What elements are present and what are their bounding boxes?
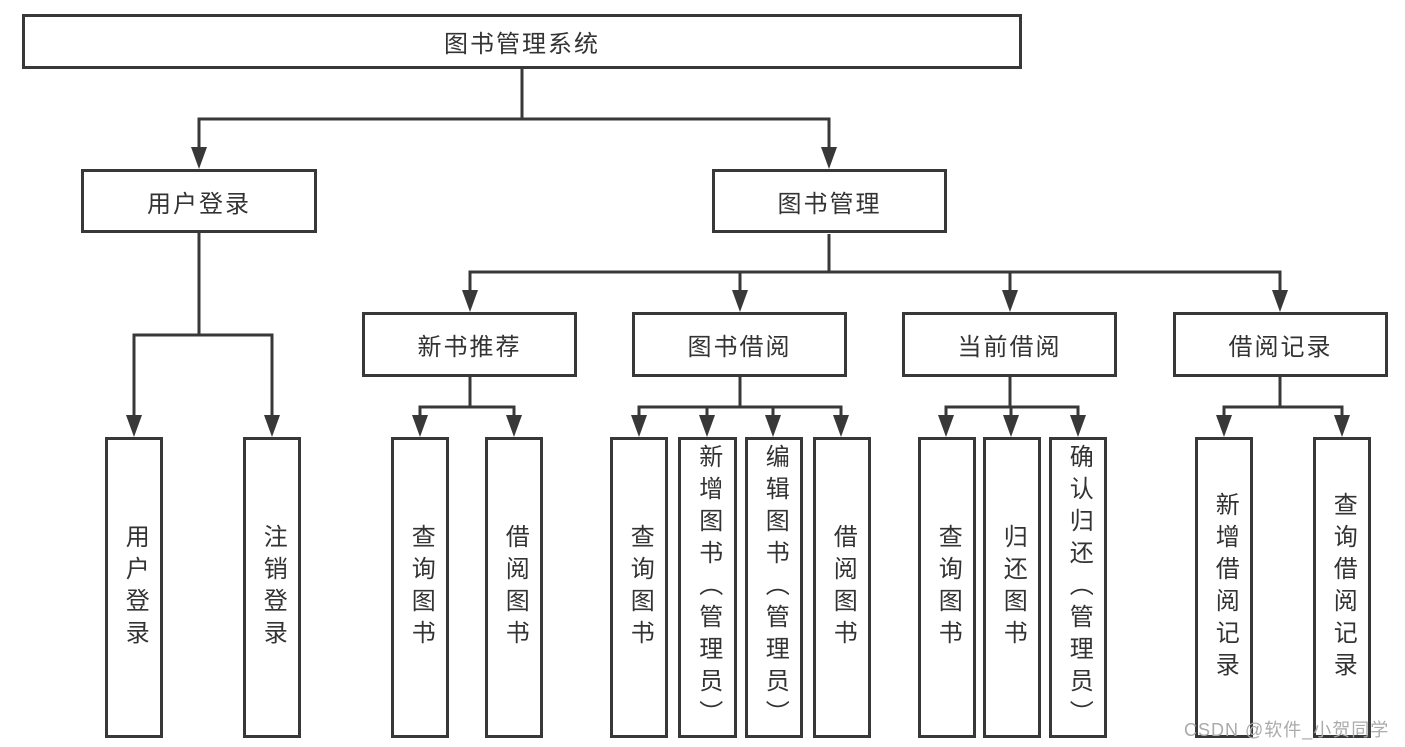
node-label: 当前借阅 — [957, 334, 1062, 361]
node-borrowing-records: 借阅记录 — [1173, 312, 1388, 377]
node-book-management: 图书管理 — [712, 169, 947, 233]
node-current-borrowing: 当前借阅 — [902, 312, 1117, 377]
node-label: 借阅记录 — [1228, 334, 1333, 361]
leaf-query-borrow-record: 查询借阅记录 — [1313, 437, 1371, 738]
leaf-label: 确认归还（管理员） — [1065, 443, 1093, 732]
node-book-borrowing: 图书借阅 — [632, 312, 847, 377]
leaf-label: 编辑图书（管理员） — [761, 443, 789, 732]
leaf-add-borrow-record: 新增借阅记录 — [1195, 437, 1253, 738]
watermark: CSDN @软件_小贺同学 — [1184, 720, 1390, 740]
leaf-return-books: 归还图书 — [983, 437, 1041, 738]
node-label: 图书管理 — [777, 190, 882, 218]
node-label: 图书管理系统 — [444, 31, 600, 58]
leaf-label: 查询图书 — [407, 523, 435, 652]
node-user-login: 用户登录 — [81, 169, 317, 233]
leaf-borrow-books-recommend: 借阅图书 — [485, 437, 543, 738]
leaf-borrow-books: 借阅图书 — [813, 437, 871, 738]
leaf-label: 借阅图书 — [829, 523, 857, 652]
node-library-management-system: 图书管理系统 — [22, 14, 1022, 69]
leaf-label: 用户登录 — [121, 523, 149, 652]
leaf-query-books-current: 查询图书 — [918, 437, 976, 738]
leaf-label: 借阅图书 — [501, 523, 529, 652]
leaf-user-login: 用户登录 — [105, 437, 163, 738]
leaf-label: 查询图书 — [934, 523, 962, 652]
leaf-label: 归还图书 — [999, 523, 1027, 652]
leaf-label: 查询图书 — [626, 523, 654, 652]
leaf-edit-books-admin: 编辑图书（管理员） — [745, 437, 803, 738]
node-label: 图书借阅 — [687, 334, 792, 361]
leaf-query-books-recommend: 查询图书 — [391, 437, 449, 738]
leaf-query-books-borrow: 查询图书 — [610, 437, 668, 738]
leaf-label: 新增借阅记录 — [1211, 491, 1239, 684]
leaf-confirm-return-admin: 确认归还（管理员） — [1049, 437, 1107, 738]
node-label: 新书推荐 — [417, 334, 522, 361]
leaf-label: 查询借阅记录 — [1329, 491, 1357, 684]
node-label: 用户登录 — [147, 190, 251, 218]
node-new-book-recommendation: 新书推荐 — [362, 312, 577, 377]
leaf-add-books-admin: 新增图书（管理员） — [678, 437, 737, 738]
leaf-label: 注销登录 — [259, 523, 287, 652]
leaf-label: 新增图书（管理员） — [694, 443, 722, 732]
leaf-logout: 注销登录 — [243, 437, 301, 738]
